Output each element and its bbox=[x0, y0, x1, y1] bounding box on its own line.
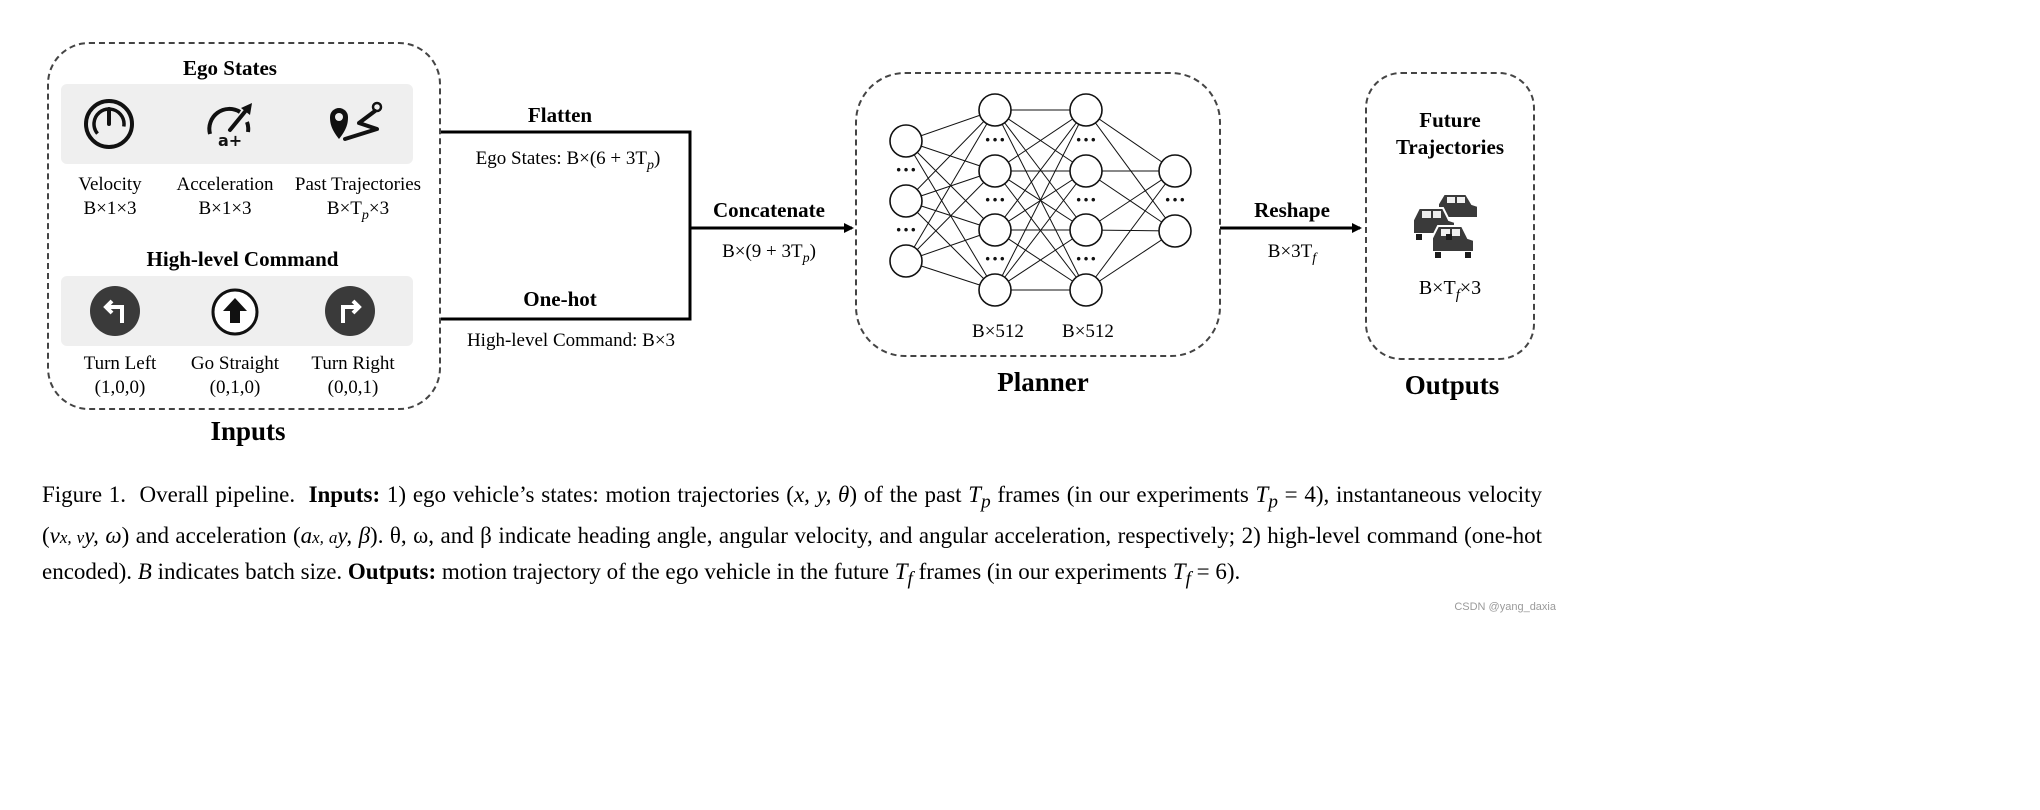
concatenate-label: B×(9 + 3Tp) bbox=[722, 241, 816, 266]
reshape-label: B×3Tf bbox=[1267, 241, 1317, 266]
concatenate-title: Concatenate bbox=[713, 198, 825, 222]
turn-left-code: (1,0,0) bbox=[94, 377, 146, 398]
onehot-title: One-hot bbox=[523, 287, 597, 311]
nn-node bbox=[889, 124, 923, 158]
nn-node bbox=[978, 93, 1012, 127]
nn-node bbox=[1158, 154, 1192, 188]
cars-icon bbox=[1412, 193, 1479, 258]
neural-network-graph: ··· ··· ··· ··· ··· ··· ··· ··· ··· bbox=[889, 93, 1192, 307]
flatten-title: Flatten bbox=[527, 103, 593, 127]
nn-ellipsis: ··· bbox=[895, 157, 917, 182]
nn-node bbox=[889, 184, 923, 218]
nn-ellipsis: ··· bbox=[895, 217, 917, 242]
route-pin-icon bbox=[330, 101, 383, 141]
inputs-title: Inputs bbox=[210, 416, 286, 446]
nn-edge bbox=[994, 109, 1087, 231]
go-straight-code: (0,1,0) bbox=[209, 377, 261, 398]
turn-right-label: Turn Right bbox=[311, 353, 395, 374]
nn-ellipsis: ··· bbox=[1075, 246, 1097, 271]
flatten-label: Ego States: B×(6 + 3Tp) bbox=[475, 148, 661, 173]
future-trajectories-title-line2: Trajectories bbox=[1395, 135, 1505, 159]
planner-layer1-size: B×512 bbox=[972, 321, 1024, 342]
turn-left-icon bbox=[90, 286, 140, 336]
nn-ellipsis: ··· bbox=[984, 246, 1006, 271]
nn-ellipsis: ··· bbox=[984, 187, 1006, 212]
nn-edge bbox=[1085, 170, 1176, 291]
turn-right-icon bbox=[325, 286, 375, 336]
nn-ellipsis: ··· bbox=[984, 127, 1006, 152]
nn-ellipsis: ··· bbox=[1164, 187, 1186, 212]
nn-edge bbox=[994, 109, 1087, 291]
nn-edge bbox=[1085, 170, 1176, 231]
acceleration-shape: B×1×3 bbox=[198, 198, 252, 219]
planner-layer2-size: B×512 bbox=[1062, 321, 1114, 342]
go-straight-label: Go Straight bbox=[190, 353, 280, 374]
nn-node bbox=[1069, 273, 1103, 307]
flow-connectors bbox=[441, 130, 1362, 321]
velocity-label: Velocity bbox=[78, 174, 142, 195]
nn-edge bbox=[905, 170, 996, 262]
nn-edge bbox=[994, 229, 1087, 291]
nn-node bbox=[889, 244, 923, 278]
ego-states-title: Ego States bbox=[183, 56, 277, 80]
speedometer-icon bbox=[84, 99, 134, 149]
nn-node bbox=[1069, 93, 1103, 127]
pipeline-figure: Ego States a+ Velocity B×1×3 Acceleratio… bbox=[42, 42, 1556, 613]
nn-edge bbox=[905, 109, 996, 262]
turn-right-code: (0,0,1) bbox=[327, 377, 379, 398]
caption-outputs-label: Outputs: bbox=[347, 558, 437, 584]
future-trajectories-title-line1: Future bbox=[1419, 108, 1481, 132]
inputs-box bbox=[47, 42, 441, 410]
nn-edge bbox=[994, 109, 1087, 172]
planner-title: Planner bbox=[997, 367, 1089, 397]
nn-node bbox=[1069, 213, 1103, 247]
onehot-label: High-level Command: B×3 bbox=[466, 330, 676, 351]
past-trajectories-label: Past Trajectories bbox=[294, 174, 422, 195]
outputs-shape: B×Tf×3 bbox=[1418, 277, 1482, 303]
nn-edge bbox=[994, 170, 1087, 291]
acceleration-label: Acceleration bbox=[176, 174, 274, 195]
nn-edge bbox=[1085, 109, 1176, 172]
nn-node bbox=[978, 273, 1012, 307]
caption-lead: Overall pipeline. bbox=[139, 482, 296, 507]
outputs-title: Outputs bbox=[1404, 370, 1500, 400]
reshape-title: Reshape bbox=[1254, 198, 1330, 222]
velocity-shape: B×1×3 bbox=[83, 198, 137, 219]
svg-text:a+: a+ bbox=[218, 131, 242, 150]
nn-ellipsis: ··· bbox=[1075, 187, 1097, 212]
nn-ellipsis: ··· bbox=[1075, 127, 1097, 152]
nn-node bbox=[1158, 214, 1192, 248]
nn-edge bbox=[905, 109, 996, 202]
planner-box bbox=[855, 72, 1221, 357]
watermark: CSDN @yang_daxia bbox=[1454, 601, 1556, 613]
caption-fig: Figure 1. bbox=[42, 482, 127, 507]
nn-node bbox=[978, 213, 1012, 247]
outputs-box bbox=[1365, 72, 1535, 360]
nn-edge bbox=[1085, 230, 1176, 291]
past-trajectories-shape: B×Tp×3 bbox=[326, 198, 390, 223]
figure-caption: Figure 1. Overall pipeline. Inputs: 1) e… bbox=[42, 482, 1543, 590]
turn-left-label: Turn Left bbox=[83, 353, 157, 374]
nn-node bbox=[978, 154, 1012, 188]
acceleration-icon: a+ bbox=[207, 103, 252, 150]
caption-inputs-label: Inputs: bbox=[308, 482, 381, 507]
flatten-line bbox=[441, 130, 692, 321]
go-straight-icon bbox=[211, 288, 259, 336]
nn-node bbox=[1069, 154, 1103, 188]
high-level-command-title: High-level Command bbox=[146, 247, 339, 271]
